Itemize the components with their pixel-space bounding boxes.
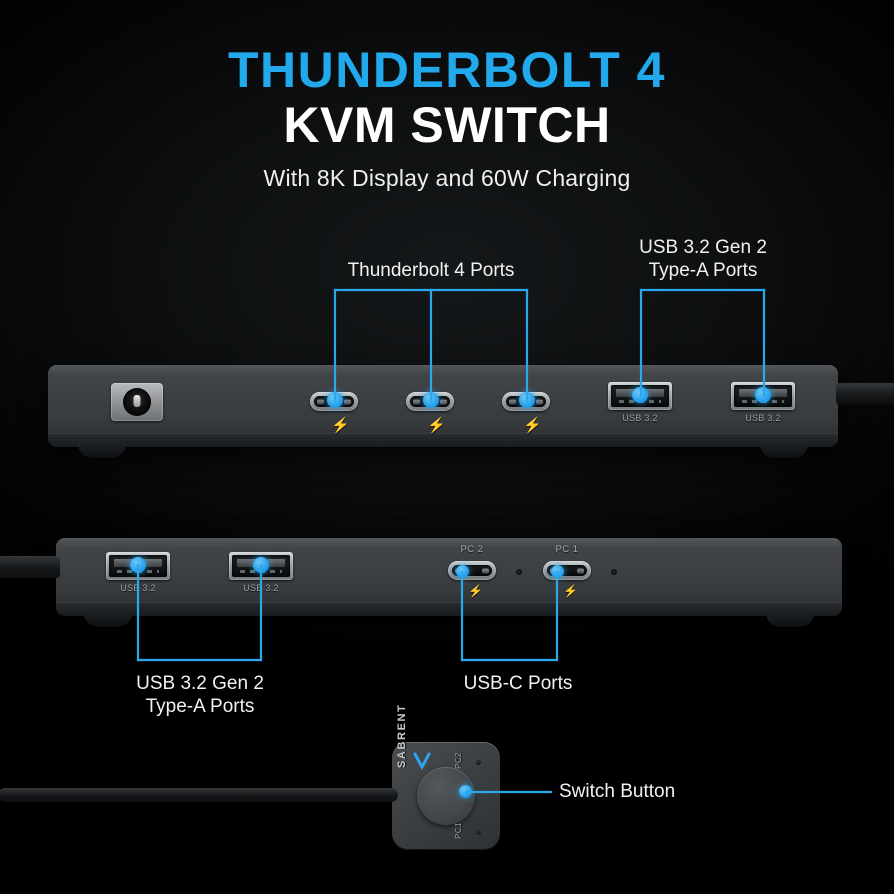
usb-c-port-pc2-label: PC 2 bbox=[460, 544, 484, 555]
top-device-chassis bbox=[48, 365, 838, 447]
remote-cable bbox=[0, 788, 398, 802]
callout-label-thunderbolt-ports: Thunderbolt 4 Ports bbox=[347, 260, 515, 281]
headline-kvm-switch: KVM SWITCH bbox=[283, 97, 611, 153]
callout-dot-usb-a-1 bbox=[632, 387, 648, 403]
usb-c-port-pc1-label: PC 1 bbox=[555, 544, 579, 555]
device-foot bbox=[84, 611, 132, 627]
callout-dot-usb-a-3 bbox=[130, 557, 146, 573]
lightning-bolt-icon: ⚡ bbox=[468, 584, 483, 598]
callout-dot-thunderbolt-2 bbox=[423, 392, 439, 408]
lightning-bolt-icon: ⚡ bbox=[331, 417, 350, 434]
headline-thunderbolt: THUNDERBOLT 4 bbox=[227, 42, 666, 98]
remote-pc1-label: PC1 bbox=[453, 822, 463, 839]
usb-a-port-2-label: USB 3.2 bbox=[745, 413, 781, 423]
lightning-bolt-icon: ⚡ bbox=[563, 584, 578, 598]
callout-label-switch-button: Switch Button bbox=[559, 781, 676, 802]
callout-dot-thunderbolt-1 bbox=[327, 392, 343, 408]
dc-power-jack[interactable] bbox=[111, 383, 163, 421]
callout-dot-usb-c-pc2 bbox=[456, 565, 469, 578]
pc1-status-led bbox=[611, 569, 617, 575]
device-foot bbox=[78, 442, 126, 458]
usb-a-port-4-label: USB 3.2 bbox=[243, 583, 279, 593]
device-foot bbox=[766, 611, 814, 627]
callout-label-usb-a-top: USB 3.2 Gen 2 Type-A Ports bbox=[639, 237, 767, 281]
pc2-status-led bbox=[516, 569, 522, 575]
headline-subtitle: With 8K Display and 60W Charging bbox=[263, 165, 631, 191]
bottom-device-cable bbox=[0, 556, 60, 578]
lightning-bolt-icon: ⚡ bbox=[523, 417, 542, 434]
top-device-rear-panel: ⚡ ⚡ ⚡ USB 3.2 USB 3.2 bbox=[48, 365, 838, 458]
bottom-device-front-panel: USB 3.2 USB 3.2 PC 2 ⚡ PC 1 ⚡ bbox=[56, 538, 842, 627]
callout-label-usb-a-bottom: USB 3.2 Gen 2 Type-A Ports bbox=[136, 673, 264, 717]
lightning-bolt-icon: ⚡ bbox=[427, 417, 446, 434]
callout-dot-usb-a-4 bbox=[253, 557, 269, 573]
device-foot bbox=[760, 442, 808, 458]
callout-dot-switch-button bbox=[459, 785, 472, 798]
top-device-cable bbox=[836, 383, 894, 405]
usb-a-port-1-label: USB 3.2 bbox=[622, 413, 658, 423]
bottom-device-chassis bbox=[56, 538, 842, 616]
remote-pc1-led bbox=[476, 830, 481, 835]
sabrent-logo-icon bbox=[413, 752, 431, 771]
remote-pc2-label: PC2 bbox=[453, 752, 463, 769]
usb-a-port-3-label: USB 3.2 bbox=[120, 583, 156, 593]
remote-pc2-led bbox=[476, 760, 481, 765]
callout-dot-usb-a-2 bbox=[755, 387, 771, 403]
callout-dot-usb-c-pc1 bbox=[551, 565, 564, 578]
sabrent-brand-label: SABRENT bbox=[396, 703, 408, 768]
callout-dot-thunderbolt-3 bbox=[519, 392, 535, 408]
callout-label-usb-c-ports: USB-C Ports bbox=[463, 673, 573, 694]
remote-switch-button-module[interactable]: SABRENT PC2 PC1 bbox=[392, 704, 500, 850]
